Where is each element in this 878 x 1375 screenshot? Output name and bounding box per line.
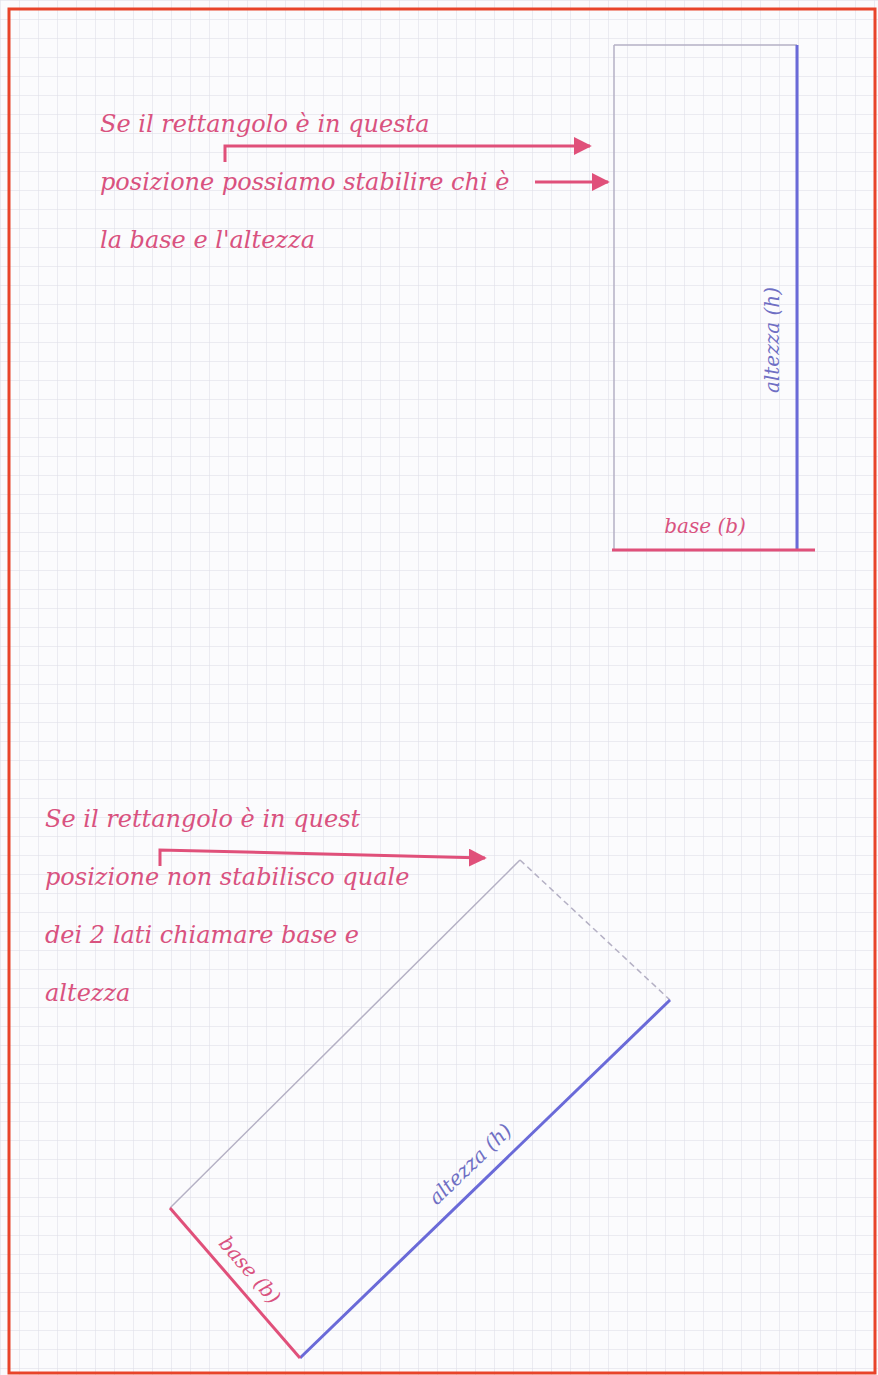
- height-side: [300, 1000, 670, 1358]
- rectangle-side: [614, 44, 797, 46]
- height-label: altezza (h): [760, 284, 784, 396]
- note-text: Se il rettangolo è in questa posizione p…: [100, 95, 525, 269]
- page-frame: [9, 9, 875, 1373]
- rectangle-side: [520, 860, 670, 1000]
- height-side: [796, 45, 799, 550]
- leader-arrow: [225, 146, 590, 162]
- note-text: Se il rettangolo è in quest posizione no…: [45, 790, 445, 1022]
- base-side: [612, 549, 815, 552]
- rectangle-side: [613, 45, 615, 550]
- base-side: [170, 1208, 300, 1358]
- leader-arrow: [535, 181, 608, 184]
- base-label: base (b): [661, 514, 749, 538]
